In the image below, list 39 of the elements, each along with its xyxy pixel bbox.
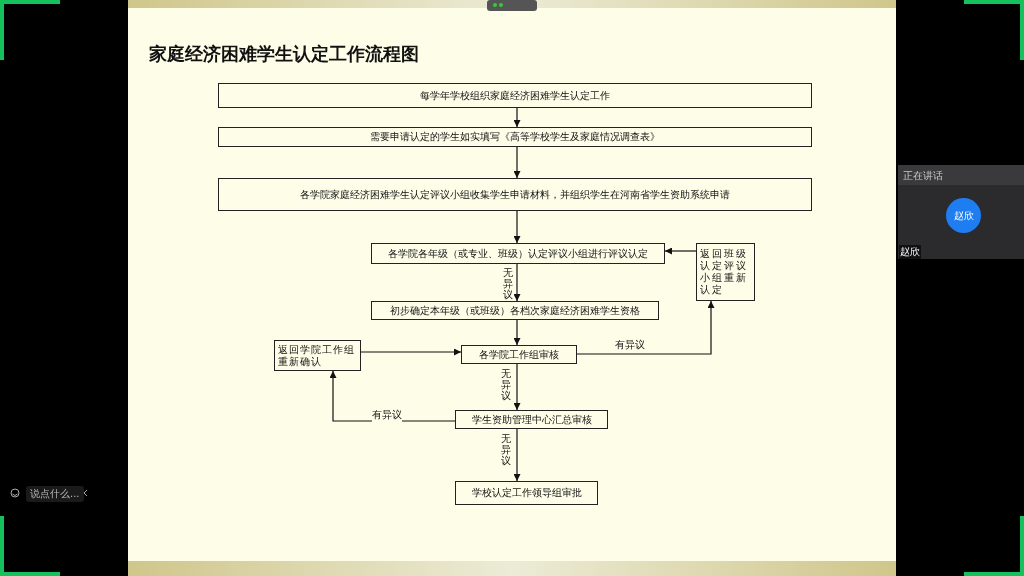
process-box [461,345,577,364]
chat-input-field: 说点什么... [26,486,84,502]
process-box [218,178,812,211]
edge-label: 无异议 [501,368,511,401]
arrow [513,428,521,482]
arrow [513,146,521,179]
process-box [218,127,812,147]
edge-label: 有异议 [615,338,645,352]
arrow [513,319,521,346]
node-text: 返回班级认定评议小组重新认定 [700,248,749,296]
edge-label: 有异议 [372,408,402,422]
node-text: 需要申请认定的学生如实填写《高等学校学生及家庭情况调查表》 [370,131,660,143]
process-box [218,83,812,108]
speaker-name: 赵欣 [899,245,921,259]
node-text: 各学院工作组审核 [479,348,559,361]
node-text: 初步确定本年级（或班级）各档次家庭经济困难学生资格 [390,304,640,317]
node-text: 每学年学校组织家庭经济困难学生认定工作 [420,89,610,102]
node-text: 赵欣 [953,209,974,222]
arrow [513,363,521,411]
process-box [696,243,755,301]
process-box [455,410,608,429]
node-text: 各学院各年级（或专业、班级）认定评议小组进行评议认定 [388,247,648,260]
arrow [513,263,521,302]
node-text: 各学院家庭经济困难学生认定评议小组收集学生申请材料，并组织学生在河南省学生资助系统申请 [300,188,730,201]
node-text: 学生资助管理中心汇总审核 [471,413,592,426]
node-text: 学校认定工作领导组审批 [471,487,582,499]
edge-label: 无异议 [503,267,513,300]
speaker-status: 正在讲话 [902,169,944,183]
arrow [513,210,521,244]
process-box [371,243,665,264]
title: 家庭经济困难学生认定工作流程图 [149,42,419,66]
process-box [371,301,659,320]
arrow [576,300,715,355]
node-text: 返回学院工作组重新确认 [278,343,356,368]
arrow [513,107,521,128]
process-box [455,481,598,505]
arrow [664,247,697,255]
edge-label: 无异议 [501,433,511,466]
arrow [360,348,462,356]
